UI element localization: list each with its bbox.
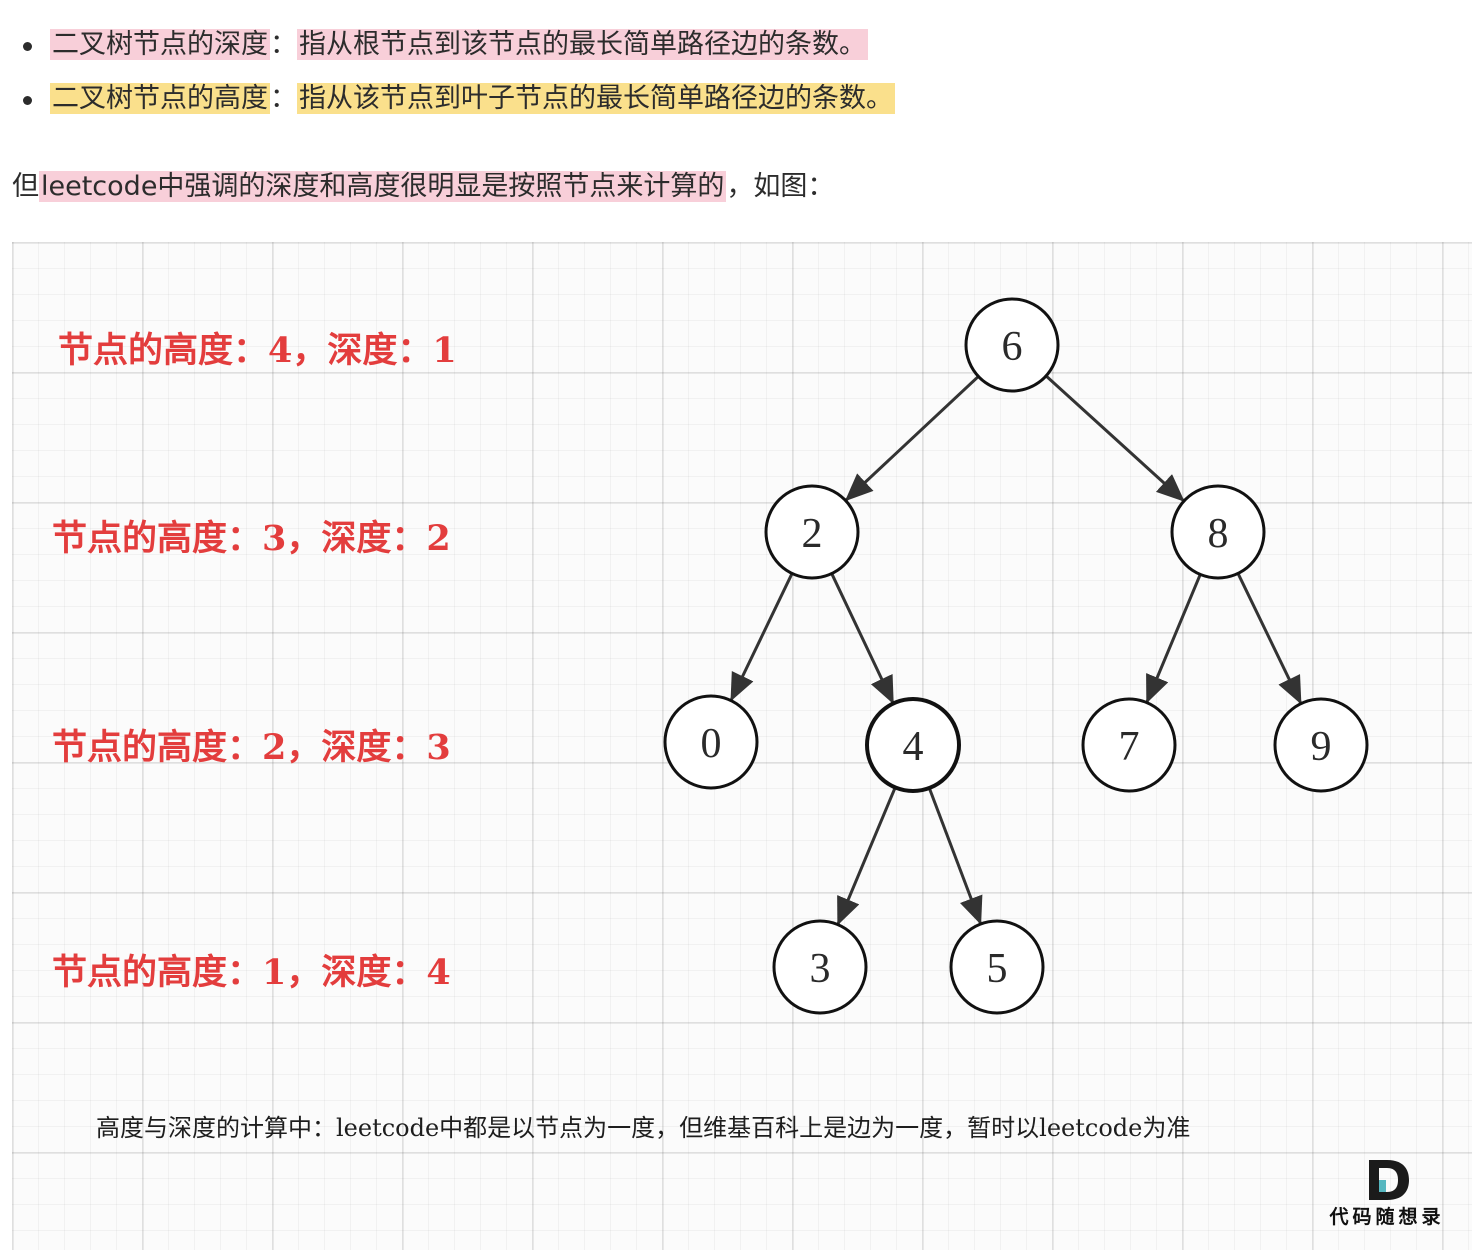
tree-node-label: 5: [987, 946, 1008, 992]
depth-definition: 二叉树节点的深度：指从根节点到该节点的最长简单路径边的条数。: [20, 22, 895, 76]
level-label-depth-1: 节点的高度：4，深度：1: [58, 330, 457, 371]
tree-node-label: 4: [903, 724, 924, 770]
height-term: 二叉树节点的高度: [50, 83, 270, 114]
tree-nodes: 6 2 8 0 4 7 9 3 5: [663, 297, 1369, 1015]
edge-n6-n8: [1045, 374, 1185, 502]
level-label-depth-3: 节点的高度：2，深度：3: [52, 727, 451, 768]
edge-n2-n4: [830, 572, 895, 705]
tree-node-4: 4: [865, 697, 961, 793]
tree-node-circle: [1081, 697, 1177, 793]
height-definition: 二叉树节点的高度：指从该节点到叶子节点的最长简单路径边的条数。: [20, 76, 895, 130]
height-description: 指从该节点到叶子节点的最长简单路径边的条数。: [297, 83, 895, 114]
tree-node-circle: [663, 694, 759, 790]
tree-node-6: 6: [964, 297, 1060, 393]
edge-n8-n9: [1236, 572, 1302, 705]
edge-n4-n5: [927, 787, 983, 925]
tree-diagram: 6 2 8 0 4 7 9 3 5: [663, 297, 1369, 1015]
site-logo: 代码随想录: [1312, 1158, 1462, 1238]
tree-node-label: 3: [810, 946, 831, 992]
tree-node-circle: [964, 297, 1060, 393]
tree-node-circle: [772, 919, 868, 1015]
paragraph-highlight: leetcode中强调的深度和高度很明显是按照节点来计算的: [39, 171, 727, 202]
tree-node-5: 5: [949, 919, 1045, 1015]
logo-d-icon: [1369, 1160, 1409, 1200]
logo-text: 代码随想录: [1329, 1206, 1445, 1228]
paragraph-tail: ，如图：: [726, 171, 835, 202]
tree-edges: [730, 374, 1302, 926]
tree-node-label: 9: [1311, 724, 1332, 770]
binary-tree-figure: 节点的高度：4，深度：1 节点的高度：3，深度：2 节点的高度：2，深度：3 节…: [12, 242, 1472, 1250]
tree-node-circle: [1170, 484, 1266, 580]
paragraph-lead: 但: [12, 171, 39, 202]
tree-node-circle: [1273, 697, 1369, 793]
depth-term: 二叉树节点的深度: [50, 29, 270, 60]
height-separator: ：: [270, 83, 297, 114]
leetcode-note-paragraph: 但leetcode中强调的深度和高度很明显是按照节点来计算的，如图：: [12, 164, 834, 209]
level-label-depth-2: 节点的高度：3，深度：2: [52, 518, 451, 559]
edge-n8-n7: [1145, 573, 1202, 704]
tree-node-0: 0: [663, 694, 759, 790]
tree-node-9: 9: [1273, 697, 1369, 793]
level-label-depth-4: 节点的高度：1，深度：4: [52, 952, 451, 993]
tree-node-2: 2: [764, 484, 860, 580]
tree-node-label: 8: [1208, 511, 1229, 557]
tree-node-label: 2: [802, 511, 823, 557]
depth-description: 指从根节点到该节点的最长简单路径边的条数。: [297, 29, 868, 60]
depth-separator: ：: [270, 29, 297, 60]
tree-node-circle: [764, 484, 860, 580]
edge-n4-n3: [836, 786, 897, 926]
tree-node-label: 6: [1002, 324, 1023, 370]
edge-n6-n2: [844, 375, 980, 502]
tree-node-8: 8: [1170, 484, 1266, 580]
figure-caption: 高度与深度的计算中：leetcode中都是以节点为一度，但维基百科上是边为一度，…: [96, 1114, 1191, 1142]
tree-node-7: 7: [1081, 697, 1177, 793]
tree-node-label: 7: [1119, 724, 1140, 770]
tree-node-label: 0: [701, 721, 722, 767]
tree-node-circle: [865, 697, 961, 793]
tree-node-circle: [949, 919, 1045, 1015]
tree-node-3: 3: [772, 919, 868, 1015]
edge-n2-n0: [730, 572, 794, 702]
definition-list: 二叉树节点的深度：指从根节点到该节点的最长简单路径边的条数。 二叉树节点的高度：…: [20, 22, 895, 130]
